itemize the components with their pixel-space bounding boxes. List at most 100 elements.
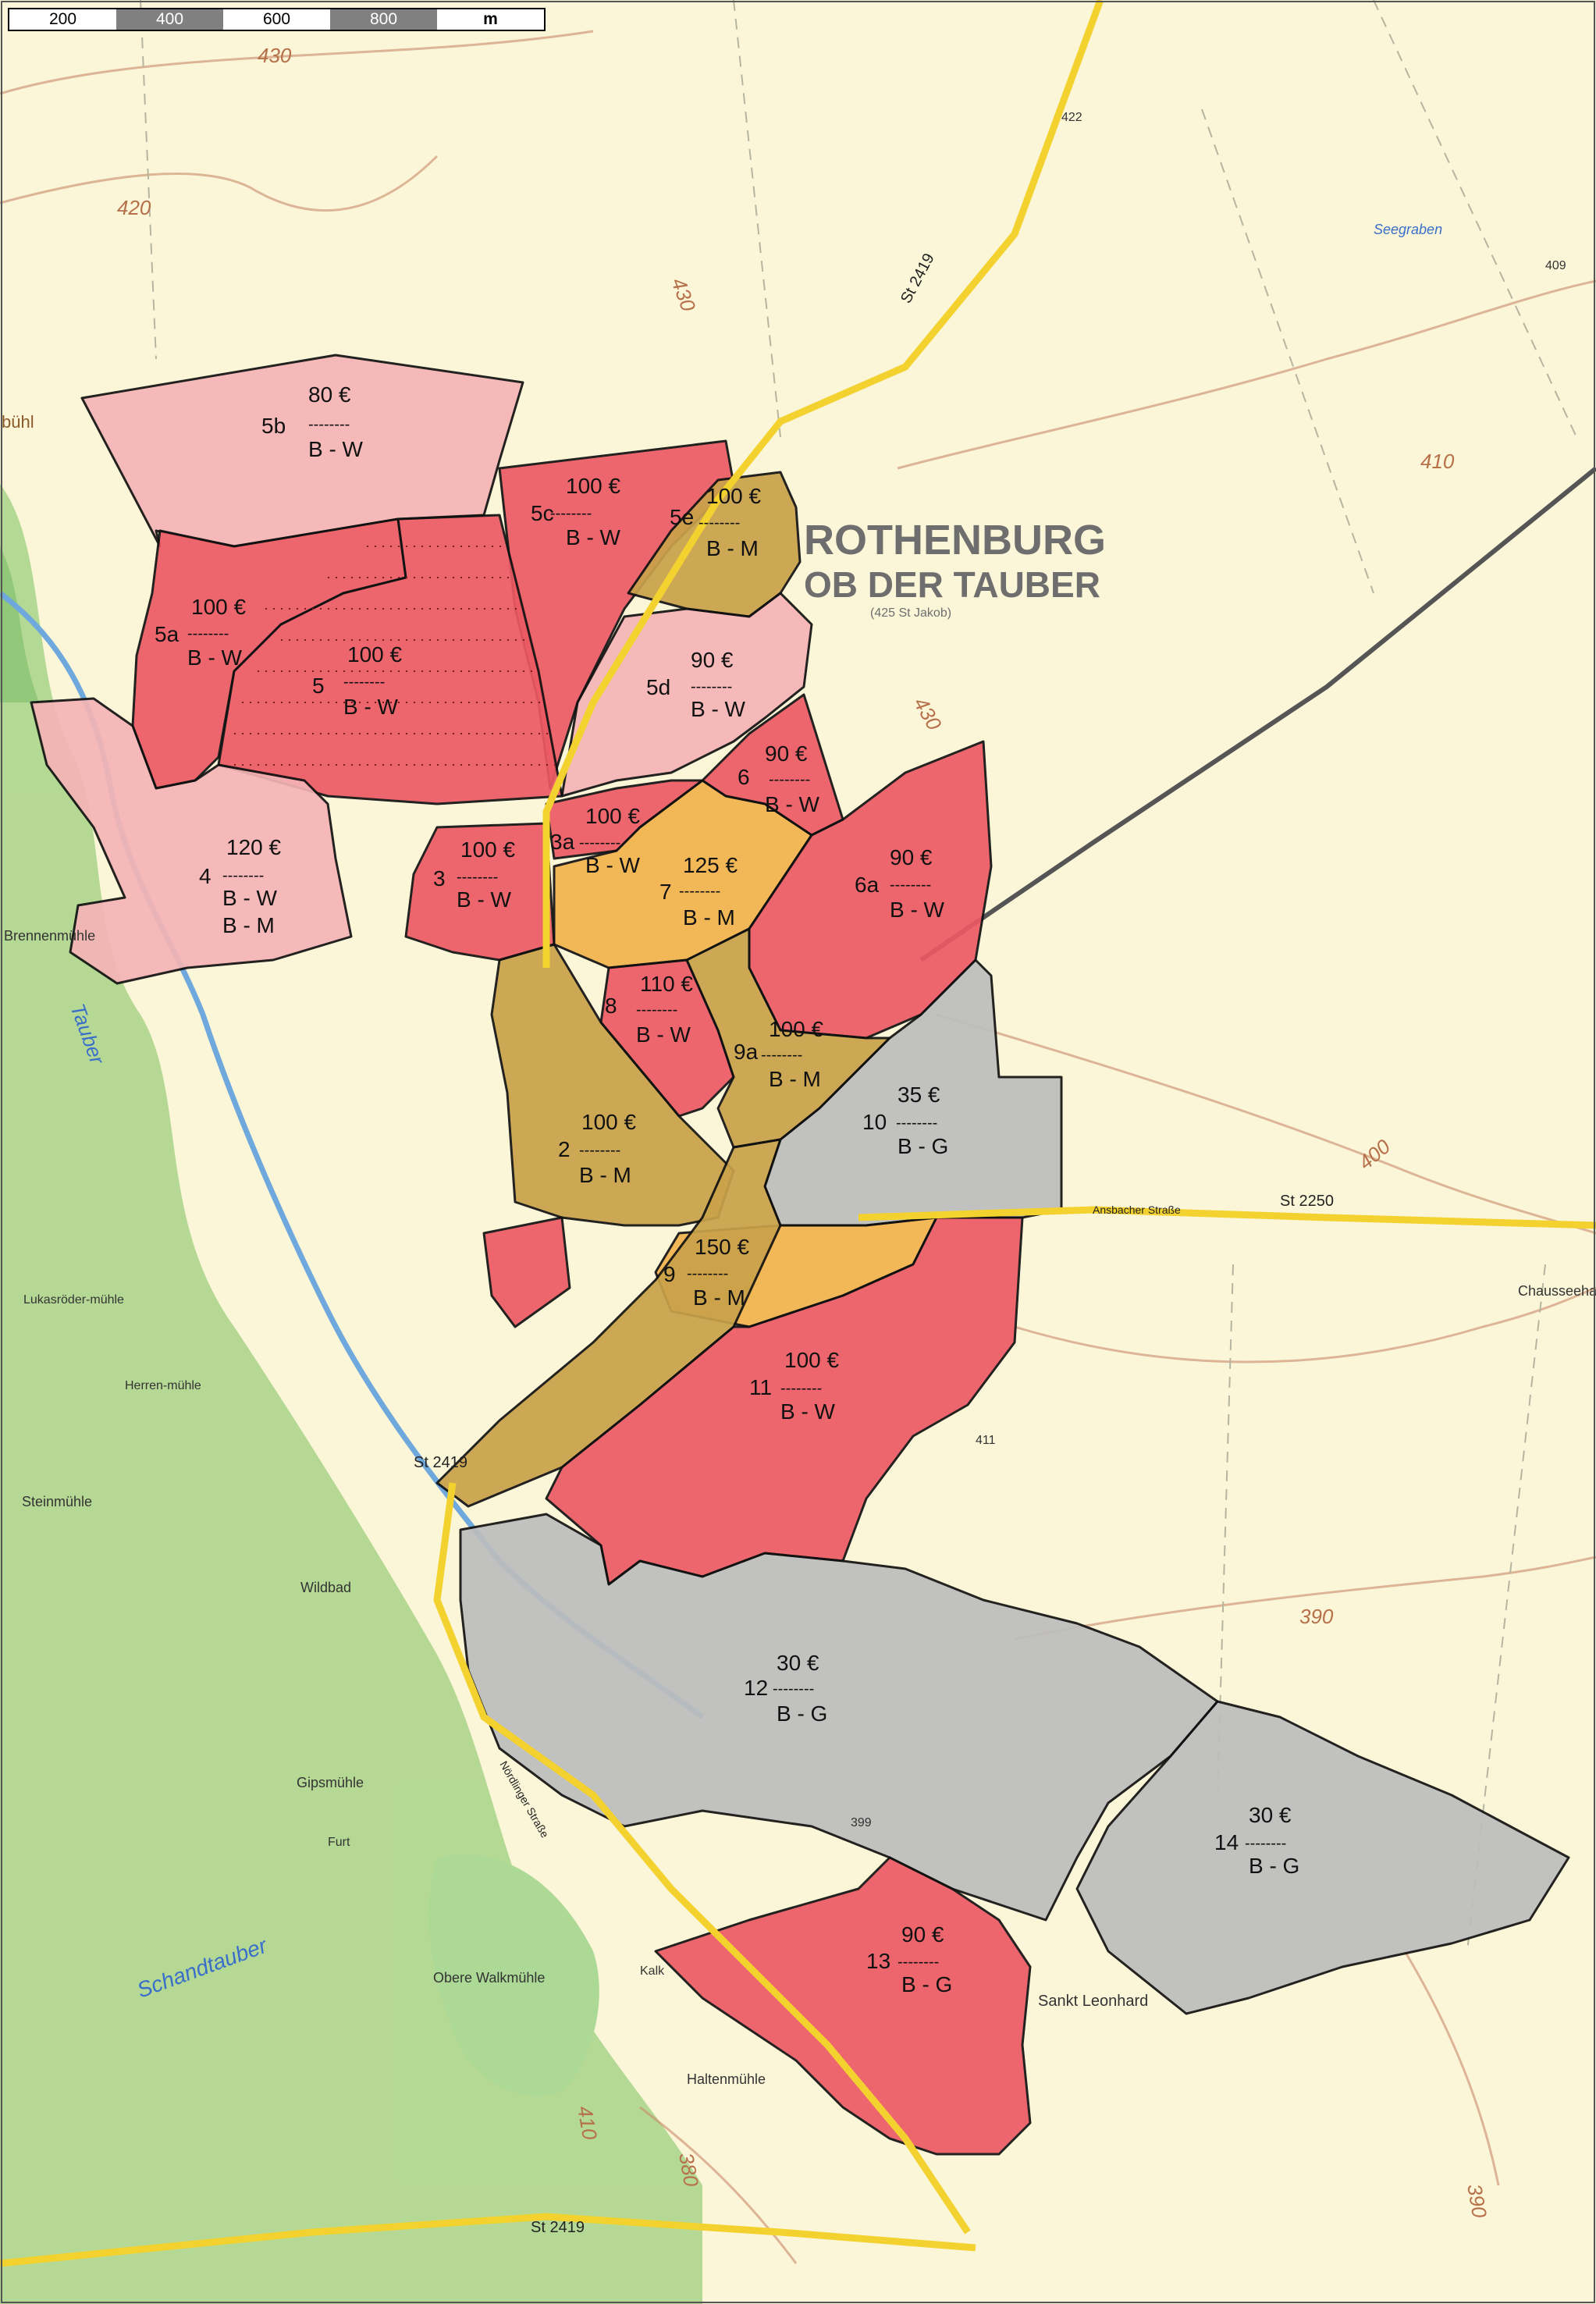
zone-label-2[interactable]: 100 € 2 -------- B - M (558, 1110, 636, 1187)
place-obere-walkmuhle: Obere Walkmühle (433, 1970, 545, 1986)
zone-label-8[interactable]: 110 € 8 -------- B - W (605, 972, 693, 1047)
zone-label-5e[interactable]: 100 € 5e -------- B - M (670, 484, 761, 560)
zone-price: 90 € (890, 845, 933, 869)
zone-separator: -------- (579, 834, 620, 852)
zone-label-5[interactable]: 100 € 5 -------- B - W (312, 642, 402, 719)
place-furt: Furt (328, 1836, 350, 1849)
zone-separator: -------- (222, 867, 264, 884)
zone-price: 100 € (460, 837, 515, 862)
zone-price: 100 € (769, 1017, 823, 1041)
zone-label-5d[interactable]: 90 € 5d -------- B - W (646, 648, 746, 721)
zone-use: B - M (706, 536, 759, 560)
zone-use: B - G (1249, 1854, 1299, 1878)
zone-separator: -------- (896, 1115, 937, 1132)
road-label-st2419-west: St 2419 (414, 1454, 467, 1471)
place-haltenmuhle: Haltenmühle (687, 2071, 766, 2087)
zone-price: 80 € (308, 382, 351, 407)
zone-price: 90 € (901, 1922, 944, 1947)
place-buhl: bühl (2, 412, 34, 432)
spot-height: 409 (1545, 259, 1566, 272)
zone-id: 12 (744, 1676, 768, 1700)
zone-label-9a[interactable]: 100 € 9a -------- B - M (734, 1017, 823, 1091)
zone-label-5c[interactable]: 100 € 5c -------- B - W (531, 474, 621, 549)
zone-label-14[interactable]: 30 € 14 -------- B - G (1214, 1803, 1299, 1878)
zone-label-5a[interactable]: 100 € 5a -------- B - W (155, 595, 246, 670)
zone-id: 9a (734, 1040, 759, 1064)
zone-label-6[interactable]: 90 € 6 -------- B - W (738, 741, 820, 816)
zone-use: B - W (457, 887, 512, 912)
place-brennenmuhle: Brennenmühle (4, 928, 95, 944)
zone-id: 3a (550, 830, 575, 854)
zone-use: B - W (585, 853, 641, 877)
zone-label-3a[interactable]: 100 € 3a -------- B - W (550, 804, 641, 877)
zone-label-10[interactable]: 35 € 10 -------- B - G (862, 1083, 948, 1158)
place-lukasroder: Lukasröder-mühle (23, 1293, 124, 1307)
spot-height: 411 (976, 1434, 996, 1447)
scale-unit: m (437, 9, 544, 30)
zone-5d[interactable] (560, 592, 813, 798)
zone-label-7[interactable]: 125 € 7 -------- B - M (659, 853, 738, 930)
place-chausseehaus: Chausseehaus (1518, 1283, 1596, 1299)
zone-use: B - M (579, 1163, 631, 1187)
zone-1-south (482, 1216, 571, 1328)
zone-price: 100 € (191, 595, 246, 619)
zone-label-12[interactable]: 30 € 12 -------- B - G (744, 1651, 827, 1726)
zone-separator: -------- (579, 1142, 620, 1159)
zone-label-5b[interactable]: 80 € 5b -------- B - W (261, 382, 364, 461)
zone-id: 5a (155, 622, 180, 646)
zone-5-hatch (234, 546, 558, 766)
zone-label-4[interactable]: 120 € 4 -------- B - W B - M (199, 835, 281, 937)
zone-use: B - G (901, 1972, 952, 1996)
zone-id: 9 (663, 1262, 676, 1286)
zone-price: 100 € (347, 642, 402, 667)
zone-price: 30 € (1249, 1803, 1292, 1827)
zone-label-9[interactable]: 150 € 9 -------- B - M (663, 1235, 749, 1310)
spot-height: 422 (1061, 111, 1082, 124)
zone-separator: -------- (343, 674, 385, 691)
zone-14[interactable] (1075, 1700, 1570, 2015)
zone-price: 100 € (784, 1348, 839, 1372)
zone-9-strip (435, 1138, 782, 1508)
zone-id: 5c (531, 501, 554, 525)
zone-id: 14 (1214, 1830, 1239, 1854)
zone-label-6a[interactable]: 90 € 6a -------- B - W (855, 845, 945, 922)
zone-label-13[interactable]: 90 € 13 -------- B - G (866, 1922, 952, 1996)
zone-13[interactable] (654, 1856, 1032, 2156)
zone-separator: -------- (187, 625, 229, 642)
zone-separator: -------- (691, 678, 732, 695)
zone-price: 100 € (585, 804, 640, 828)
zone-separator: -------- (1245, 1835, 1286, 1852)
zone-use: B - W (691, 697, 746, 721)
zone-use: B - W (566, 525, 621, 549)
zone-use: B - W (890, 898, 945, 922)
contour-label: 430 (258, 44, 292, 67)
zone-separator: -------- (687, 1265, 728, 1282)
zone-separator: -------- (898, 1954, 939, 1971)
zone-use: B - W (780, 1399, 836, 1424)
zone-use: B - M (683, 905, 735, 930)
zone-separator: -------- (769, 771, 810, 788)
zone-label-11[interactable]: 100 € 11 -------- B - W (749, 1348, 839, 1424)
railway-line (919, 466, 1596, 962)
zone-use: B - W (636, 1022, 691, 1047)
spot-height: 399 (851, 1816, 872, 1829)
zone-separator: -------- (679, 883, 720, 900)
zone-id: 4 (199, 864, 211, 888)
map-subtitle: (425 St Jakob) (870, 606, 951, 620)
zone-id: 2 (558, 1137, 571, 1161)
zone-separator: -------- (308, 416, 350, 433)
zone-id: 6 (738, 765, 750, 789)
zone-price: 90 € (691, 648, 734, 672)
zone-price: 35 € (898, 1083, 940, 1107)
zone-label-3[interactable]: 100 € 3 -------- B - W (433, 837, 515, 912)
zone-use: B - W (308, 437, 364, 461)
zone-use: B - G (898, 1134, 948, 1158)
zone-4[interactable] (30, 697, 353, 985)
zone-price: 90 € (765, 741, 808, 766)
zone-id: 8 (605, 994, 617, 1018)
zone-id: 6a (855, 873, 880, 897)
scale-segment: 400 (116, 9, 223, 30)
place-sankt-leonhard: Sankt Leonhard (1038, 1993, 1148, 2010)
scale-segment: 600 (223, 9, 330, 30)
